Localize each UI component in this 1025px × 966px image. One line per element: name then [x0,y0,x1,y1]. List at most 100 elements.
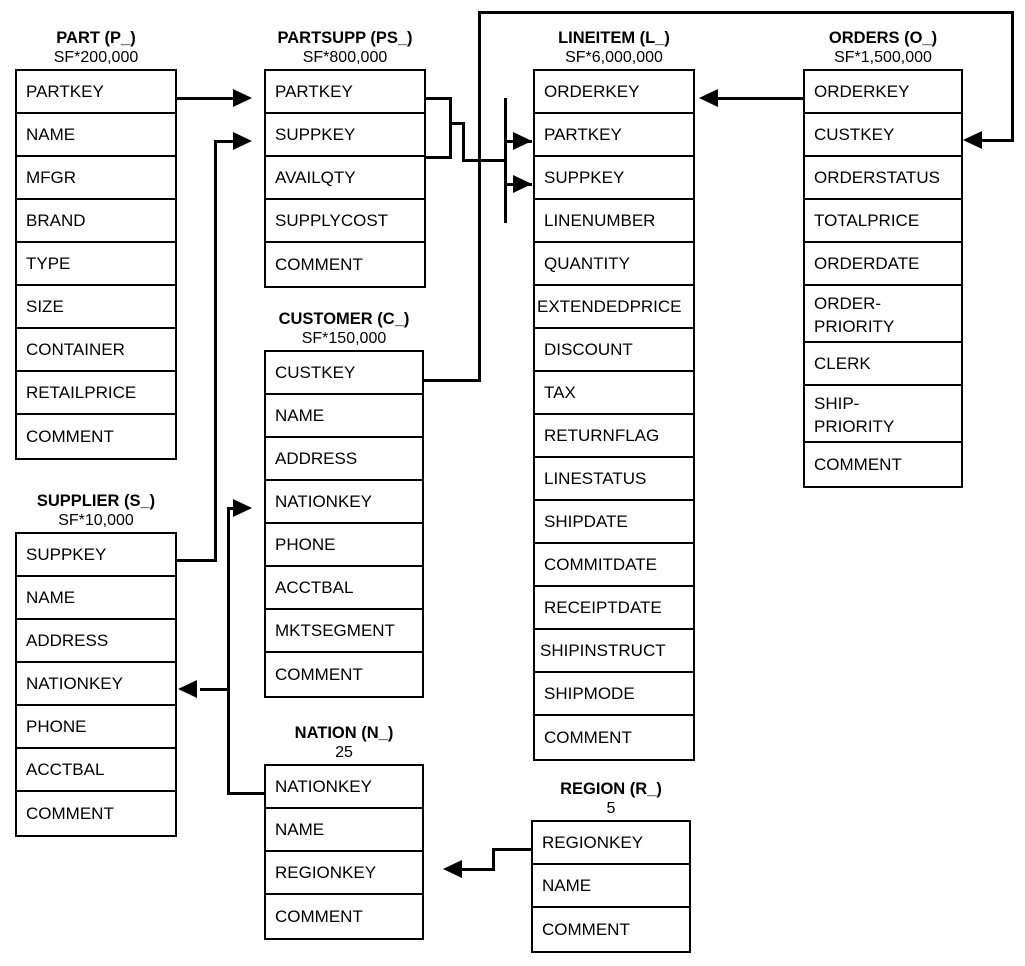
field-r-name: NAME [533,865,689,908]
connector-supplier-to-partsupp-suppkey [214,140,235,143]
field-n-comment: COMMENT [275,907,363,926]
field-n-regionkey: REGIONKEY [266,852,422,895]
entity-orders-title: ORDERS (O_) [828,29,938,47]
field-c-custkey: CUSTKEY [266,352,422,395]
connector-nation-nationkey-riser [227,507,230,795]
field-r-comment: COMMENT [542,920,630,939]
field-ps-comment: COMMENT [275,255,363,274]
connector-nation-nationkey-stub [227,792,265,795]
entity-nation-cardinality: 25 [335,744,353,761]
entity-part: PART (P_) SF*200,000 PARTKEY NAME MFGR B… [15,29,177,460]
entity-orders-cardinality: SF*1,500,000 [834,49,932,66]
entity-partsupp: PARTSUPP (PS_) SF*800,000 PARTKEY SUPPKE… [264,29,426,288]
arrowhead-nation-regionkey [443,860,462,878]
field-c-comment: COMMENT [275,665,363,684]
connector-ps-partkey-drop [449,97,452,122]
field-o-clerk: CLERK [805,343,961,386]
entity-lineitem-box: ORDERKEY PARTKEY SUPPKEY LINENUMBER QUAN… [533,69,695,761]
connector-ps-suppkey-stub [426,156,452,159]
field-c-nationkey: NATIONKEY [266,481,422,524]
field-o-orderdate: ORDERDATE [805,243,961,286]
entity-partsupp-title: PARTSUPP (PS_) [277,29,413,47]
arrowhead-supplier-nationkey [178,680,197,698]
entity-region-cardinality: 5 [606,800,616,817]
field-l-shipinstruct: SHIPINSTRUCT [535,630,693,673]
connector-ps-merge-drop [462,122,465,162]
entity-part-title: PART (P_) [56,29,136,47]
field-l-returnflag: RETURNFLAG [535,415,693,458]
field-o-custkey: CUSTKEY [805,114,961,157]
entity-partsupp-box: PARTKEY SUPPKEY AVAILQTY SUPPLYCOST COMM… [264,69,426,288]
field-p-retailprice: RETAILPRICE [17,372,175,415]
entity-nation-title: NATION (N_) [294,724,394,742]
entity-region: REGION (R_) 5 REGIONKEY NAME COMMENT [531,780,691,953]
field-l-commitdate: COMMITDATE [535,544,693,587]
field-l-receiptdate: RECEIPTDATE [535,587,693,630]
entity-region-title: REGION (R_) [560,780,662,798]
field-ps-availqty: AVAILQTY [266,157,424,200]
field-c-mktsegment: MKTSEGMENT [266,610,422,653]
field-s-address: ADDRESS [17,620,175,663]
connector-part-to-partsupp [177,97,235,100]
connector-custkey-stub [424,379,481,382]
entity-supplier-box: SUPPKEY NAME ADDRESS NATIONKEY PHONE ACC… [15,532,177,837]
field-o-comment: COMMENT [814,455,902,474]
entity-orders-box: ORDERKEY CUSTKEY ORDERSTATUS TOTALPRICE … [803,69,963,488]
field-c-phone: PHONE [266,524,422,567]
arrowhead-partsupp-suppkey [233,132,252,150]
field-s-suppkey: SUPPKEY [17,534,175,577]
connector-region-regionkey-drop [492,848,495,870]
field-l-linenumber: LINENUMBER [535,200,693,243]
arrowhead-lineitem-orderkey [699,89,718,107]
arrowhead-customer-nationkey [233,499,252,517]
field-o-orderstatus: ORDERSTATUS [805,157,961,200]
entity-customer-cardinality: SF*150,000 [301,330,387,347]
entity-supplier: SUPPLIER (S_) SF*10,000 SUPPKEY NAME ADD… [15,492,177,837]
connector-region-regionkey-stub [492,848,533,851]
field-ps-supplycost: SUPPLYCOST [266,200,424,243]
field-ps-partkey: PARTKEY [266,71,424,114]
connector-nation-to-supplier-nationkey [200,688,230,691]
field-s-nationkey: NATIONKEY [17,663,175,706]
field-l-shipdate: SHIPDATE [535,501,693,544]
entity-lineitem-cardinality: SF*6,000,000 [565,49,663,66]
field-p-comment: COMMENT [26,427,114,446]
field-o-shippriority-line1: SHIP- [814,394,860,413]
field-n-name: NAME [266,809,422,852]
entity-customer-box: CUSTKEY NAME ADDRESS NATIONKEY PHONE ACC… [264,350,424,698]
field-l-shipmode: SHIPMODE [535,673,693,716]
arrowhead-lineitem-suppkey [513,175,532,193]
connector-ps-split-riser [504,98,507,223]
entity-lineitem-title: LINEITEM (L_) [558,29,670,47]
entity-partsupp-cardinality: SF*800,000 [302,49,388,66]
field-o-shippriority: SHIP- PRIORITY [805,386,961,443]
connector-custkey-top-run [478,11,1014,14]
field-s-acctbal: ACCTBAL [17,749,175,792]
entity-customer: CUSTOMER (C_) SF*150,000 CUSTKEY NAME AD… [264,310,424,698]
entity-nation: NATION (N_) 25 NATIONKEY NAME REGIONKEY … [264,724,424,940]
field-o-orderkey: ORDERKEY [805,71,961,114]
field-l-suppkey: SUPPKEY [535,157,693,200]
field-l-linestatus: LINESTATUS [535,458,693,501]
field-r-regionkey: REGIONKEY [533,822,689,865]
field-s-phone: PHONE [17,706,175,749]
field-s-name: NAME [17,577,175,620]
field-l-tax: TAX [535,372,693,415]
connector-custkey-to-orders [980,139,1014,142]
arrowhead-lineitem-partkey [513,132,532,150]
entity-part-cardinality: SF*200,000 [53,49,139,66]
entity-supplier-title: SUPPLIER (S_) [36,492,156,510]
entity-part-box: PARTKEY NAME MFGR BRAND TYPE SIZE CONTAI… [15,69,177,460]
field-l-quantity: QUANTITY [535,243,693,286]
arrowhead-partsupp-partkey [233,89,252,107]
field-p-partkey: PARTKEY [17,71,175,114]
field-l-comment: COMMENT [544,728,632,747]
connector-custkey-riser [478,11,481,382]
entity-customer-title: CUSTOMER (C_) [278,310,410,328]
entity-orders: ORDERS (O_) SF*1,500,000 ORDERKEY CUSTKE… [803,29,963,488]
field-l-orderkey: ORDERKEY [535,71,693,114]
connector-region-to-nation-regionkey [462,868,495,871]
connector-supplier-suppkey-stub [177,559,217,562]
connector-ps-merge-top [449,122,465,125]
